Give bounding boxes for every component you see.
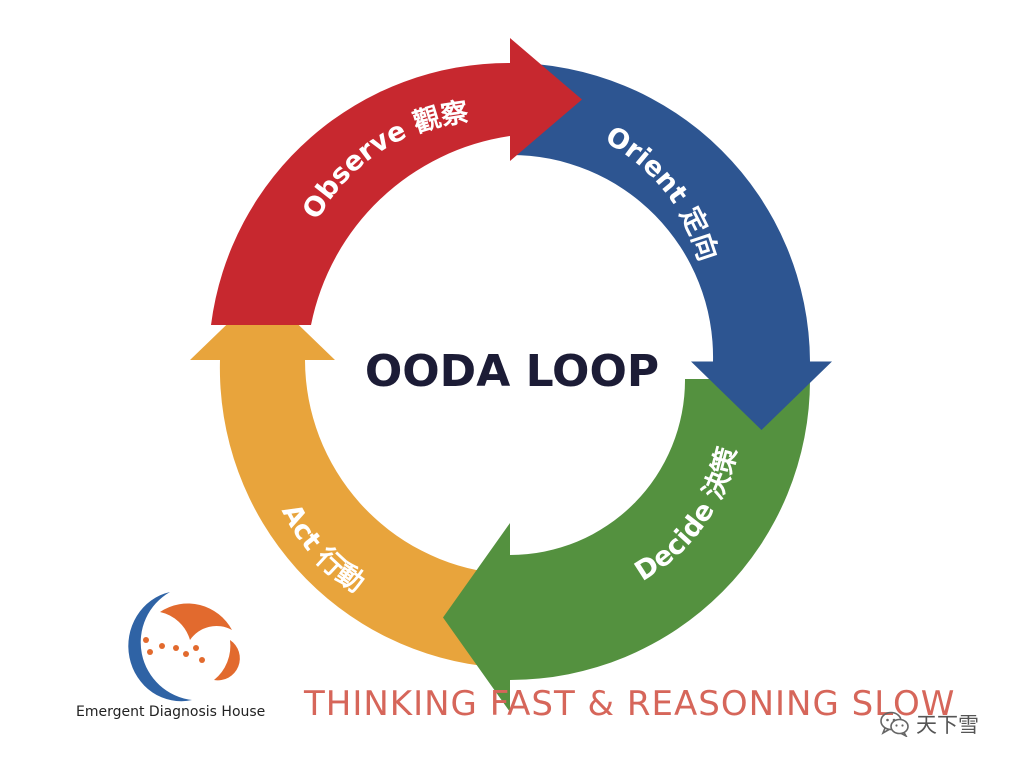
act-arrow <box>190 290 497 668</box>
watermark: 天下雪 <box>880 709 979 739</box>
emergent-diagnosis-logo <box>128 592 240 702</box>
wechat-icon <box>880 711 909 737</box>
observe-arrow <box>211 38 582 325</box>
orient-arrow <box>510 63 832 430</box>
decide-arrow <box>443 379 811 712</box>
center-title: OODA LOOP <box>365 346 659 397</box>
tagline: THINKING FAST & REASONING SLOW <box>304 684 956 724</box>
watermark-text: 天下雪 <box>916 713 979 737</box>
organization-name: Emergent Diagnosis House <box>76 704 266 720</box>
